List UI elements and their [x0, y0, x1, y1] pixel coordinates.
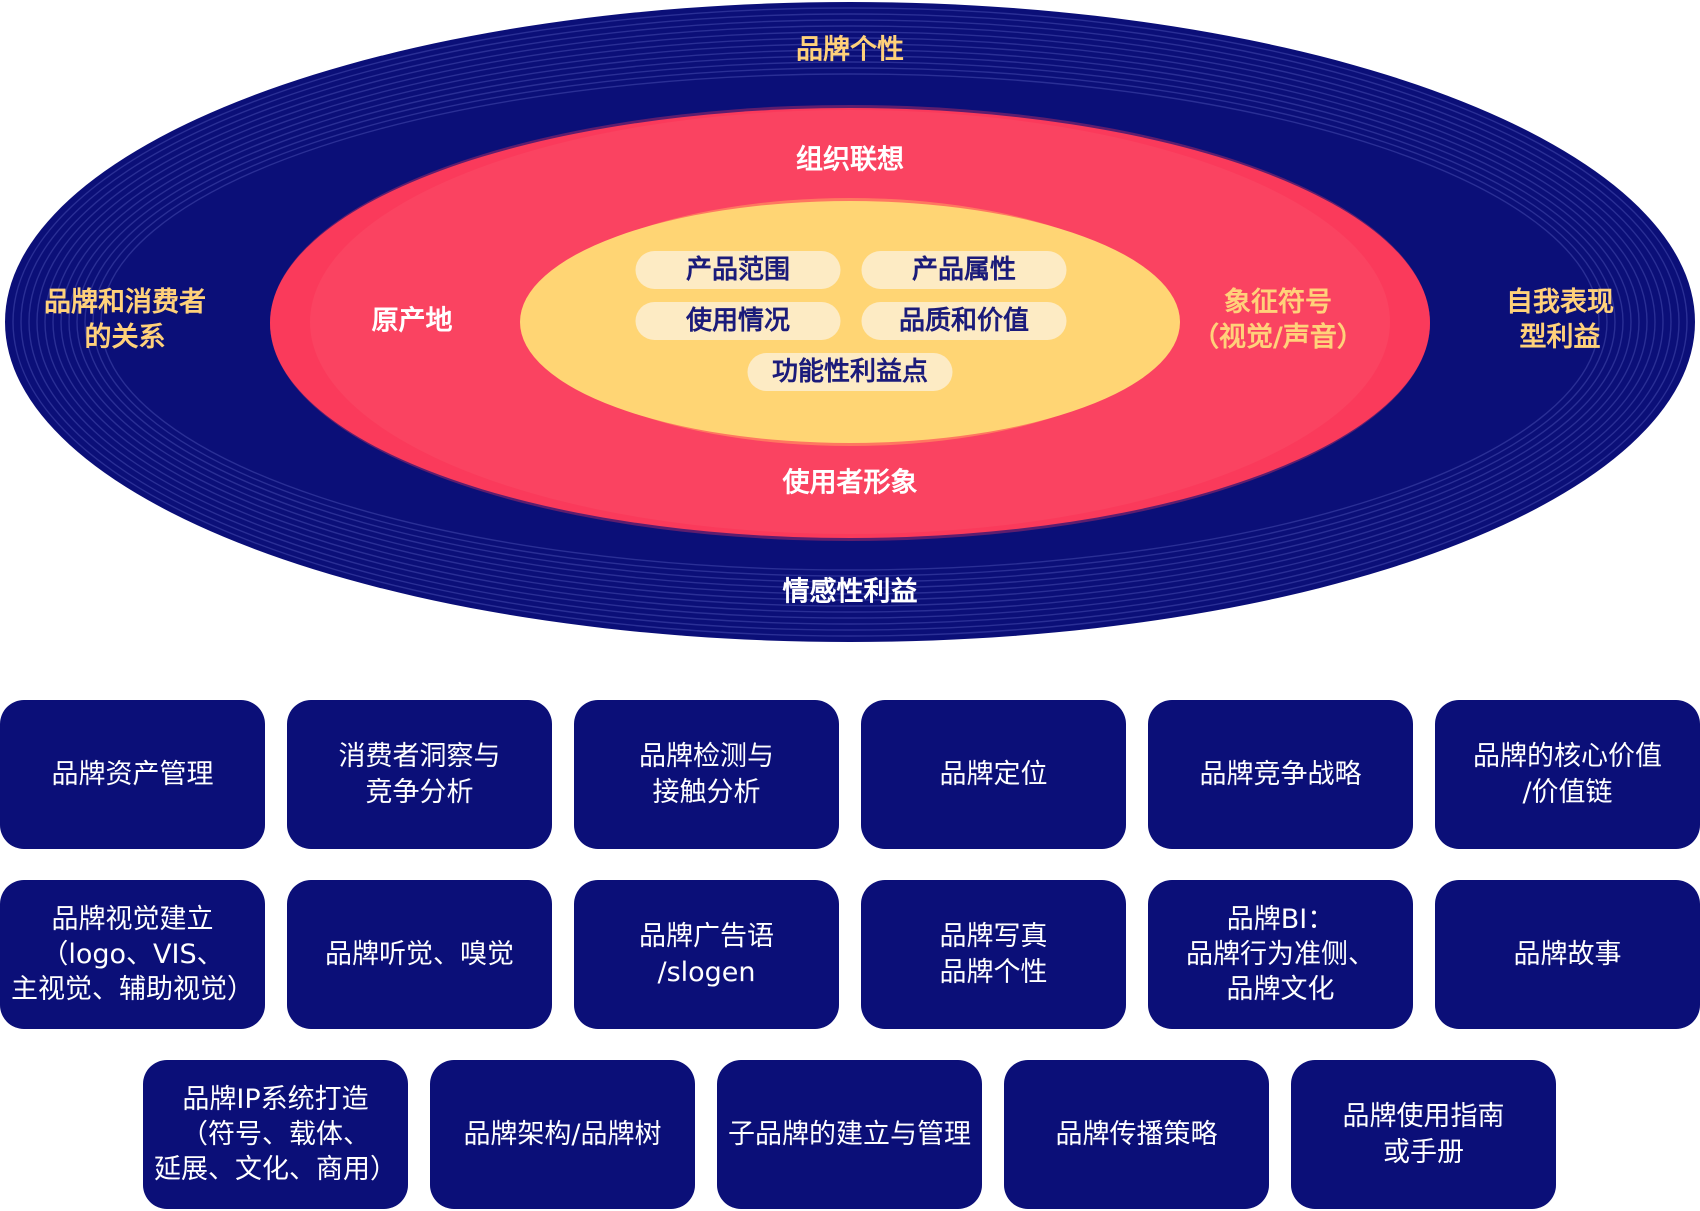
box-brand-bi: 品牌BI： 品牌行为准侧、 品牌文化	[1148, 880, 1413, 1029]
box-brand-monitoring: 品牌检测与 接触分析	[574, 700, 839, 849]
brand-identity-diagram: 品牌个性 情感性利益 品牌和消费者 的关系 自我表现 型利益 组织联想 使用者形…	[5, 2, 1695, 642]
label-brand-personality: 品牌个性	[796, 34, 904, 66]
outer-ring	[60, 43, 1640, 601]
ellipse-layers	[5, 2, 1695, 642]
outer-ring	[76, 55, 1624, 589]
box-brand-positioning: 品牌定位	[861, 700, 1126, 849]
box-brand-communication: 品牌传播策略	[1004, 1060, 1269, 1209]
label-organizational-association: 组织联想	[796, 144, 904, 176]
outer-ring	[68, 49, 1632, 595]
outer-ring	[36, 25, 1664, 619]
label-self-expression-benefits: 自我表现 型利益	[1506, 286, 1614, 353]
label-symbols: 象征符号 （视觉/声音）	[1192, 286, 1364, 353]
box-brand-ip-system: 品牌IP系统打造 （符号、载体、 延展、文化、商用）	[143, 1060, 408, 1209]
outer-ring	[100, 73, 1600, 571]
box-brand-architecture: 品牌架构/品牌树	[430, 1060, 695, 1209]
box-brand-asset-management: 品牌资产管理	[0, 700, 265, 849]
pill-functional-benefits: 功能性利益点	[747, 353, 953, 391]
outer-ring	[84, 61, 1616, 583]
box-consumer-insight: 消费者洞察与 竞争分析	[287, 700, 552, 849]
core-ellipse	[520, 201, 1180, 443]
box-brand-core-value: 品牌的核心价值 /价值链	[1435, 700, 1700, 849]
box-brand-portrait: 品牌写真 品牌个性	[861, 880, 1126, 1029]
label-brand-consumer-relationship: 品牌和消费者 的关系	[44, 286, 206, 353]
pill-usage: 使用情况	[635, 302, 841, 340]
box-brand-competition-strategy: 品牌竞争战略	[1148, 700, 1413, 849]
box-brand-audio-smell: 品牌听觉、嗅觉	[287, 880, 552, 1029]
label-origin: 原产地	[371, 305, 453, 337]
box-brand-story: 品牌故事	[1435, 880, 1700, 1029]
label-user-imagery: 使用者形象	[782, 467, 918, 499]
outer-ring	[44, 31, 1656, 613]
outer-ring	[12, 7, 1688, 637]
box-brand-slogan: 品牌广告语 /slogen	[574, 880, 839, 1029]
box-brand-visual: 品牌视觉建立 （logo、VIS、 主视觉、辅助视觉）	[0, 880, 265, 1029]
pill-product-scope: 产品范围	[635, 251, 841, 289]
pill-quality-value: 品质和价值	[861, 302, 1067, 340]
pill-product-attributes: 产品属性	[861, 251, 1067, 289]
outer-ring	[28, 19, 1672, 625]
box-brand-guidelines: 品牌使用指南 或手册	[1291, 1060, 1556, 1209]
label-emotional-benefits: 情感性利益	[782, 576, 918, 608]
outer-ring	[92, 67, 1608, 577]
box-sub-brand-management: 子品牌的建立与管理	[717, 1060, 982, 1209]
outer-ellipse-rings	[12, 7, 1688, 637]
outer-ring	[52, 37, 1648, 607]
outer-ring	[20, 13, 1680, 631]
